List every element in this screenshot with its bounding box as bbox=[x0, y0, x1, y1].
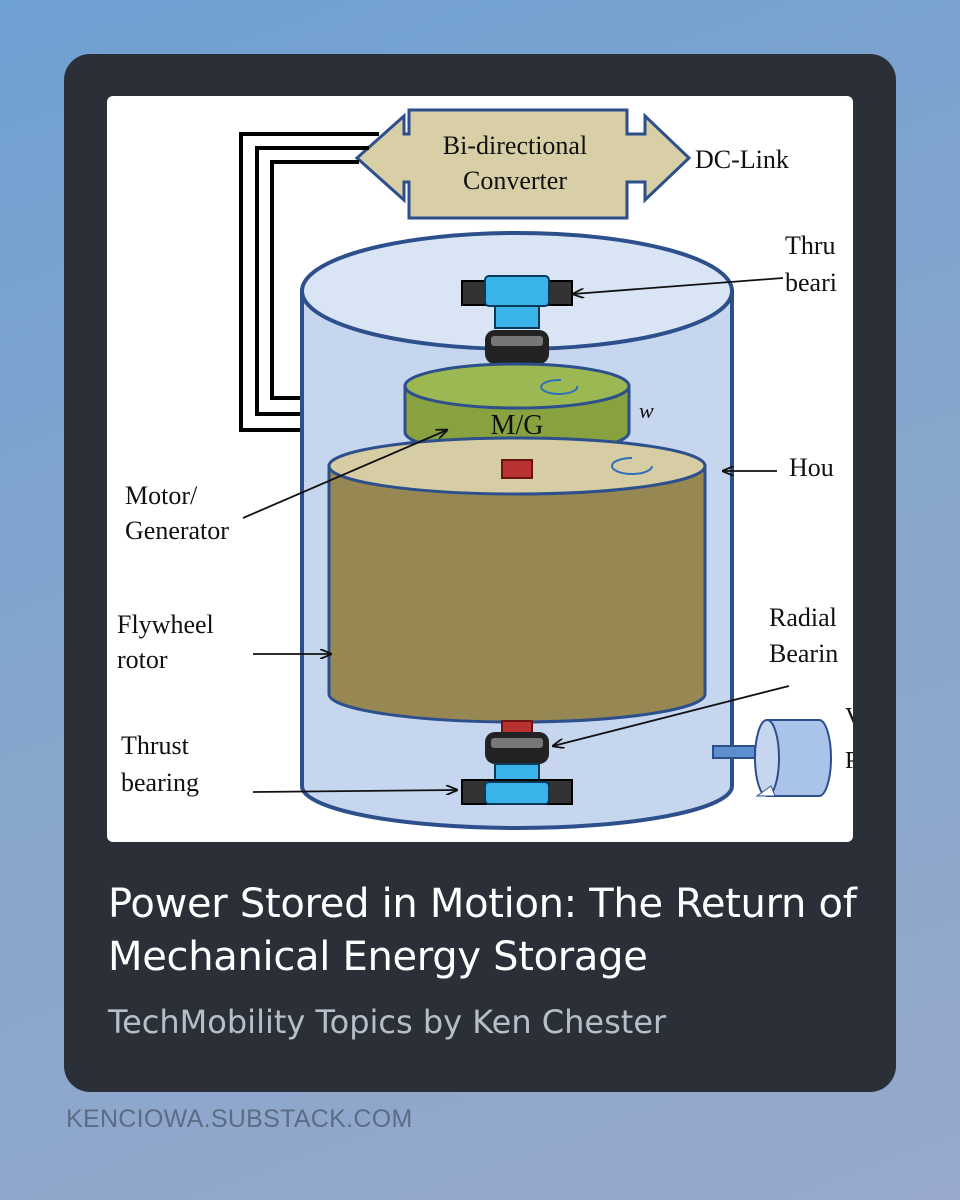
article-title[interactable]: Power Stored in Motion: The Return of Me… bbox=[108, 881, 857, 980]
omega-label: w bbox=[639, 398, 654, 423]
flywheel-rotor bbox=[327, 436, 707, 724]
converter-label-1: Bi-directional bbox=[443, 131, 587, 160]
motor-generator-block bbox=[403, 362, 631, 456]
bottom-bearings bbox=[461, 720, 573, 805]
vacuum-pump bbox=[712, 719, 832, 797]
thrust-top-label-1: Thru bbox=[785, 231, 836, 260]
pump-label-1: V bbox=[845, 704, 853, 730]
radial-label-2: Bearin bbox=[769, 639, 838, 668]
thrust-top-label-2: beari bbox=[785, 268, 837, 297]
flywheel-label-1: Flywheel bbox=[117, 610, 214, 639]
article-thumbnail[interactable]: Bi-directional Converter DC-Link bbox=[107, 96, 853, 842]
bidirectional-converter bbox=[354, 108, 692, 220]
housing-label: Hou bbox=[789, 453, 834, 482]
dc-link-label: DC-Link bbox=[695, 145, 789, 174]
converter-label-2: Converter bbox=[463, 166, 567, 195]
pump-label-2: P bbox=[845, 748, 853, 774]
flywheel-label-2: rotor bbox=[117, 645, 168, 674]
top-thrust-bearing bbox=[461, 275, 573, 364]
link-preview-card[interactable]: Bi-directional Converter DC-Link bbox=[64, 54, 896, 1092]
motor-label-2: Generator bbox=[125, 516, 229, 545]
flywheel-diagram: Bi-directional Converter DC-Link bbox=[117, 108, 853, 830]
motor-label-1: Motor/ bbox=[125, 481, 198, 510]
publication-name: TechMobility Topics by Ken Chester bbox=[108, 1003, 667, 1041]
mg-label: M/G bbox=[491, 410, 544, 441]
leader-arrows bbox=[242, 277, 790, 792]
thrust-bottom-label-2: bearing bbox=[121, 768, 199, 797]
source-domain: KENCIOWA.SUBSTACK.COM bbox=[66, 1105, 413, 1133]
thrust-bottom-label-1: Thrust bbox=[121, 731, 190, 760]
radial-label-1: Radial bbox=[769, 603, 837, 632]
